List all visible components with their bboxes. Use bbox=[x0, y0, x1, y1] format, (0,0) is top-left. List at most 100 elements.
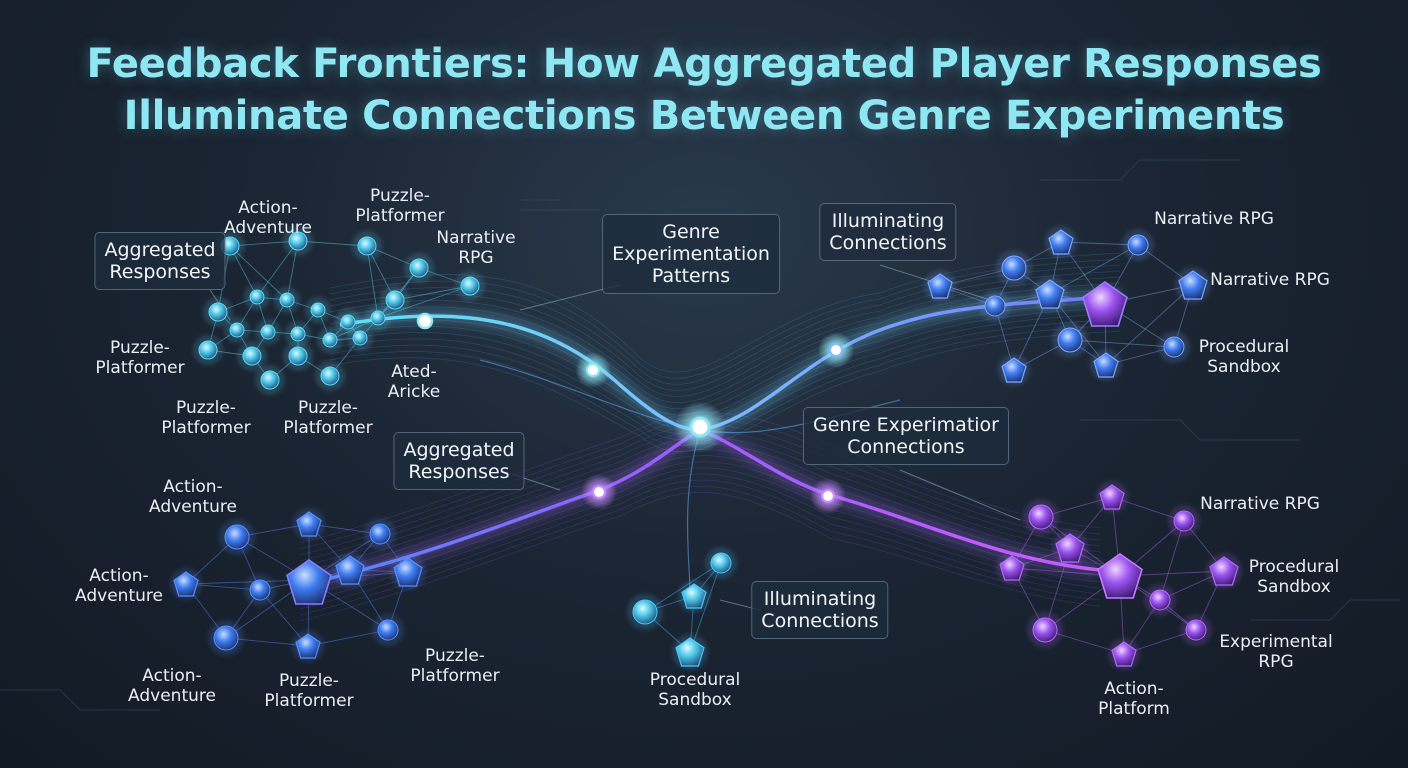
label-tr-narrative-rpg-2: Narrative RPG bbox=[1210, 270, 1330, 290]
mesh-link-top-right bbox=[1105, 284, 1194, 366]
node-sphere-top-left bbox=[357, 236, 377, 256]
flow-strand-top bbox=[329, 264, 1121, 385]
box-illuminating-connections-bottom: Illuminating Connections bbox=[751, 581, 889, 639]
node-sphere-top-left bbox=[260, 324, 276, 340]
node-poly-bottom-left bbox=[173, 571, 199, 597]
node-poly-bottom-right bbox=[999, 555, 1025, 581]
node-sphere-bottom-right bbox=[1185, 619, 1207, 641]
label-tl-puzzle-platformer-bl: Puzzle- Platformer bbox=[161, 398, 251, 438]
diagram-title: Feedback Frontiers: How Aggregated Playe… bbox=[0, 38, 1408, 142]
label-bl-puzzle-platformer-right: Puzzle- Platformer bbox=[410, 646, 500, 686]
node-sphere-bottom-right bbox=[1032, 617, 1058, 643]
label-br-narrative-rpg: Narrative RPG bbox=[1200, 494, 1320, 514]
label-tl-ated-aricke: Ated- Aricke bbox=[387, 362, 441, 402]
node-sphere-bottom-left bbox=[224, 524, 250, 550]
node-sphere-top-left bbox=[409, 258, 429, 278]
box-aggregated-responses-top: Aggregated Responses bbox=[94, 232, 226, 290]
flow-strand-bottom bbox=[299, 485, 1101, 616]
node-sphere-top-left bbox=[352, 330, 368, 346]
node-sphere-top-left bbox=[370, 310, 386, 326]
node-sphere-top-left bbox=[229, 322, 245, 338]
node-poly-bottom-right bbox=[1099, 484, 1125, 510]
label-tl-action-adventure: Action- Adventure bbox=[224, 198, 312, 238]
label-tr-procedural-sandbox: Procedural Sandbox bbox=[1198, 337, 1290, 377]
label-br-procedural-sandbox: Procedural Sandbox bbox=[1248, 557, 1340, 597]
box-aggregated-responses-mid: Aggregated Responses bbox=[393, 432, 525, 490]
box-illuminating-connections-top: Illuminating Connections bbox=[819, 203, 957, 261]
hub-bottom-right bbox=[1097, 553, 1143, 599]
node-sphere-top-left bbox=[460, 276, 480, 296]
label-tl-narrative-rpg: Narrative RPG bbox=[436, 228, 516, 268]
box-genre-experimentation-patterns: Genre Experimentation Patterns bbox=[602, 214, 780, 294]
node-poly-bottom-left bbox=[335, 555, 365, 585]
node-sphere-top-left bbox=[208, 302, 228, 322]
node-sphere-top-right bbox=[1127, 234, 1149, 256]
node-sphere-top-left bbox=[310, 302, 326, 318]
title-line-2: Illuminate Connections Between Genre Exp… bbox=[123, 93, 1285, 139]
junction-dot-bl bbox=[592, 485, 606, 499]
node-sphere-bottom-right bbox=[1028, 504, 1054, 530]
label-bl-action-adventure-bottom: Action- Adventure bbox=[128, 666, 216, 706]
node-sphere-top-left bbox=[260, 370, 280, 390]
node-sphere-bottom-left bbox=[369, 523, 391, 545]
node-sphere-top-left bbox=[198, 340, 218, 360]
node-sphere-top-left bbox=[288, 346, 308, 366]
hub-bottom-left bbox=[286, 559, 332, 605]
label-tl-puzzle-platformer-br: Puzzle- Platformer bbox=[283, 398, 373, 438]
flow-strand-top bbox=[329, 276, 1121, 397]
node-sphere-bottom-center bbox=[710, 552, 732, 574]
label-bl-puzzle-platformer-bottom: Puzzle- Platformer bbox=[264, 671, 354, 711]
junction-dot-tl bbox=[586, 363, 600, 377]
cluster-nodes bbox=[170, 226, 1242, 670]
label-bl-action-adventure-left: Action- Adventure bbox=[75, 566, 163, 606]
node-poly-top-right bbox=[927, 273, 953, 299]
hub-top-right bbox=[1082, 281, 1128, 327]
node-sphere-top-left bbox=[290, 326, 306, 342]
node-sphere-bottom-left bbox=[249, 579, 271, 601]
node-sphere-bottom-right bbox=[1149, 589, 1171, 611]
label-tl-puzzle-platformer-top: Puzzle- Platformer bbox=[355, 186, 445, 226]
node-poly-top-right bbox=[1178, 270, 1208, 300]
node-sphere-bottom-center bbox=[632, 599, 658, 625]
flow-strand-top bbox=[329, 270, 1121, 391]
node-sphere-top-left bbox=[340, 314, 356, 330]
flow-strand-bottom bbox=[299, 473, 1101, 604]
node-sphere-bottom-right bbox=[1173, 510, 1195, 532]
node-sphere-top-left bbox=[288, 231, 308, 251]
node-sphere-top-right bbox=[1163, 336, 1185, 358]
node-sphere-top-left bbox=[385, 290, 405, 310]
label-tr-narrative-rpg-1: Narrative RPG bbox=[1154, 209, 1274, 229]
node-poly-bottom-right bbox=[1055, 533, 1085, 563]
node-poly-bottom-right bbox=[1111, 641, 1137, 667]
label-bc-procedural-sandbox: Procedural Sandbox bbox=[649, 670, 741, 710]
node-sphere-bottom-left bbox=[377, 619, 399, 641]
flow-strand-top bbox=[329, 258, 1121, 379]
flow-strand-bottom bbox=[299, 479, 1101, 610]
circuit-decoration bbox=[0, 159, 1400, 711]
node-sphere-top-left bbox=[320, 366, 340, 386]
node-poly-top-right bbox=[1093, 352, 1119, 378]
node-sphere-top-right bbox=[1001, 255, 1027, 281]
node-poly-bottom-left bbox=[296, 511, 322, 537]
flow-strand-bottom bbox=[299, 492, 1101, 622]
node-sphere-top-left bbox=[249, 289, 265, 305]
flow-strand-bottom bbox=[299, 467, 1101, 598]
label-tl-puzzle-platformer-left: Puzzle- Platformer bbox=[95, 338, 185, 378]
node-poly-top-right bbox=[1048, 229, 1074, 255]
flow-strand-top bbox=[329, 252, 1121, 373]
node-poly-bottom-center bbox=[681, 583, 707, 609]
label-br-experimental-rpg: Experimental RPG bbox=[1219, 632, 1333, 672]
node-sphere-top-left bbox=[322, 332, 338, 348]
node-sphere-top-left bbox=[242, 346, 262, 366]
node-poly-top-right bbox=[1035, 279, 1065, 309]
node-poly-bottom-center bbox=[675, 637, 705, 667]
node-poly-bottom-left bbox=[393, 557, 423, 587]
node-poly-bottom-left bbox=[295, 633, 321, 659]
node-poly-top-right bbox=[1001, 357, 1027, 383]
label-br-action-platform: Action- Platform bbox=[1098, 679, 1170, 719]
node-sphere-top-right bbox=[984, 295, 1006, 317]
box-genre-experimatior-connections: Genre Experimatior Connections bbox=[803, 407, 1009, 465]
node-sphere-top-right bbox=[1057, 327, 1083, 353]
junction-dot-tr bbox=[829, 343, 843, 357]
